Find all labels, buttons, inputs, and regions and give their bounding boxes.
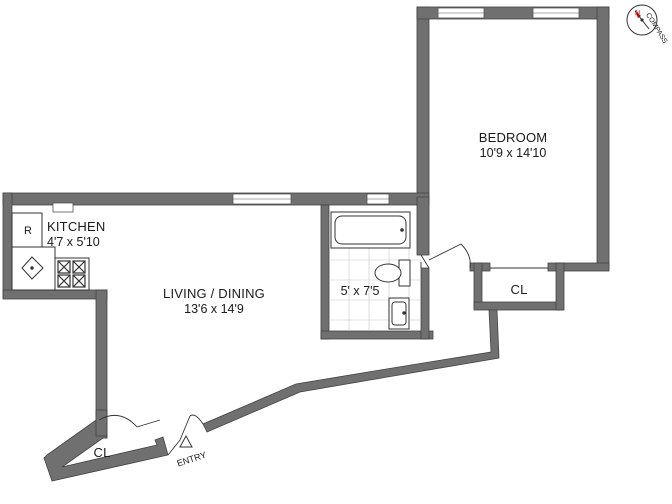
doors xyxy=(98,243,548,456)
bedroom-closet-bottom xyxy=(473,301,563,311)
refrigerator-label: R xyxy=(24,225,32,237)
bedroom-dimensions: 10'9 x 14'10 xyxy=(479,146,547,160)
bedroom-bottom-wall-right xyxy=(547,262,610,272)
bath-dimensions: 5' x 7'5 xyxy=(340,284,380,298)
living-dining-dimensions: 13'6 x 14'9 xyxy=(184,302,244,316)
south-diagonal-wall xyxy=(202,309,500,433)
bath-right-wall-lower xyxy=(420,267,430,340)
bedroom-label: BEDROOM xyxy=(478,130,548,145)
kitchen-label: KITCHEN xyxy=(47,219,106,234)
stove-burners xyxy=(57,260,86,288)
bedroom-left-wall xyxy=(416,6,430,198)
entry-closet-corner xyxy=(95,409,108,437)
refrigerator xyxy=(11,212,43,248)
bedroom-closet-label: CL xyxy=(510,282,528,297)
bath-bottom-wall xyxy=(320,330,434,340)
compass-icon xyxy=(626,4,658,36)
bath-fixtures xyxy=(330,211,411,330)
bedroom-right-wall xyxy=(596,6,610,270)
bedroom-closet-right xyxy=(555,262,565,311)
window-kitchen xyxy=(52,202,74,213)
entry-arrow-icon xyxy=(179,434,193,448)
living-dining-label: LIVING / DINING xyxy=(163,286,265,301)
kitchen-bottom-wall xyxy=(2,289,108,300)
walls xyxy=(2,6,610,482)
counter xyxy=(11,246,56,291)
bedroom-closet-left xyxy=(473,262,483,309)
kitchen-sink xyxy=(21,256,44,280)
kitchen-dimensions: 4'7 x 5'10 xyxy=(47,235,100,249)
windows xyxy=(52,7,580,213)
toilet-bowl xyxy=(374,263,402,283)
bath-right-wall xyxy=(416,196,430,256)
kitchen-left-wall xyxy=(2,192,13,299)
bathtub-basin xyxy=(334,215,407,245)
entry-closet-label: CL xyxy=(93,445,111,460)
bath-left-wall xyxy=(320,204,330,340)
kitchen-fixtures xyxy=(11,212,90,291)
compass-north: N xyxy=(635,10,641,17)
